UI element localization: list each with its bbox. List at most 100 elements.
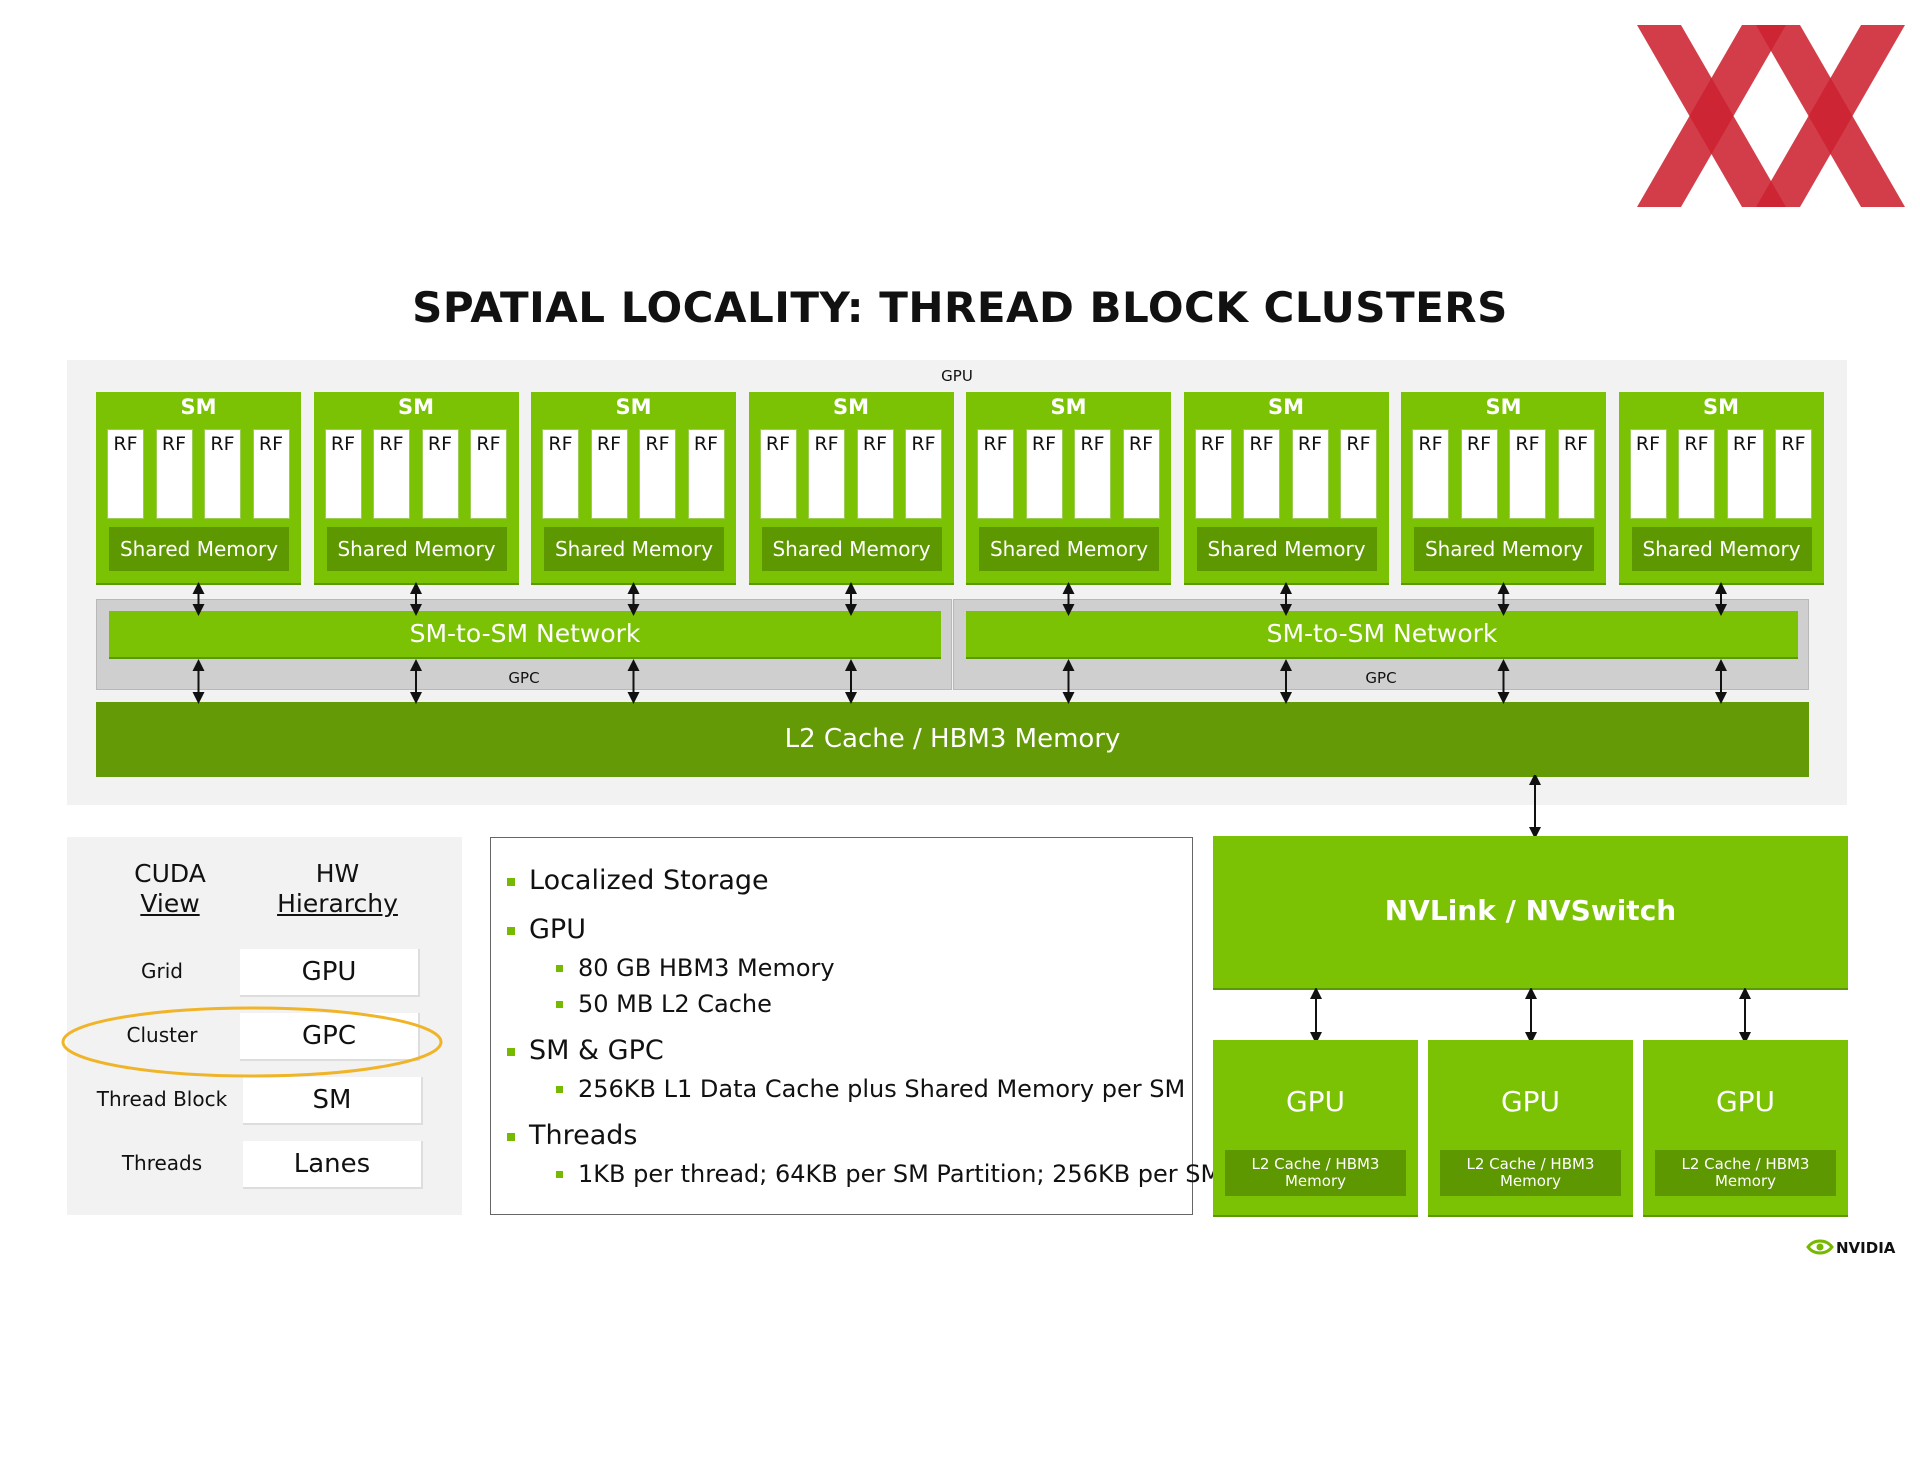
specs-list: Localized Storage GPU 80 GB HBM3 Memory … [490,837,1221,1215]
register-file: RF [1557,429,1595,519]
connection-arrows [192,582,1727,704]
bullet-sm-gpc: SM & GPC [507,1035,664,1066]
register-file: RF [1074,429,1111,519]
register-file: RF [1122,429,1160,519]
hw-gpu: GPU [240,949,420,997]
register-file: RF [808,429,845,519]
gpc-label: GPC [1365,669,1397,687]
register-file: RF [759,429,797,519]
sub-bullet-hbm3: 80 GB HBM3 Memory [556,954,835,982]
register-file: RF [1025,429,1063,519]
register-file: RF [1340,429,1377,519]
cuda-view-header: CUDA View [134,859,206,918]
register-file: RF [421,429,459,519]
register-file: RF [324,429,362,519]
shared-memory: Shared Memory [109,527,289,571]
sm-to-sm-network: SM-to-SM Network [966,611,1798,659]
shared-memory: Shared Memory [1196,527,1377,571]
register-file: RF [204,429,241,519]
gpu-memory: L2 Cache / HBM3 Memory [1225,1150,1406,1196]
gpu-title: GPU [1285,1085,1346,1118]
hierarchy-table: CUDA View HW Hierarchy Grid GPU Cluster … [67,837,462,1215]
gpu-node-3: GPU L2 Cache / HBM3 Memory [1643,1040,1848,1217]
sm-title: SM [1267,395,1305,419]
register-file: RF [590,429,628,519]
register-file: RF [1678,429,1715,519]
bullet-threads: Threads [507,1120,637,1151]
sub-bullet-l2: 50 MB L2 Cache [556,990,772,1018]
hw-hierarchy-header: HW Hierarchy [277,859,398,918]
gpc-block-1: SM-to-SM Network GPC [96,599,952,690]
gpc-label: GPC [508,669,540,687]
gpu-node-1: GPU L2 Cache / HBM3 Memory [1213,1040,1418,1217]
register-file: RF [1291,429,1329,519]
register-file: RF [905,429,942,519]
register-file: RF [856,429,894,519]
cuda-thread-block: Thread Block [96,1087,228,1111]
sm-title: SM [1702,395,1740,419]
sub-bullet-l1: 256KB L1 Data Cache plus Shared Memory p… [556,1075,1185,1103]
cluster-highlight-ellipse [61,1006,443,1078]
shared-memory: Shared Memory [544,527,724,571]
gpu-memory: L2 Cache / HBM3 Memory [1655,1150,1836,1196]
gpc-block-2: SM-to-SM Network GPC [953,599,1809,690]
register-file: RF [252,429,290,519]
l2-cache-hbm3-memory: L2 Cache / HBM3 Memory [96,702,1809,777]
register-file: RF [1460,429,1498,519]
sm-title: SM [615,395,652,419]
gpu-node-2: GPU L2 Cache / HBM3 Memory [1428,1040,1633,1217]
sm-title: SM [180,395,217,419]
cuda-cluster: Cluster [126,1023,198,1047]
shared-memory: Shared Memory [761,527,942,571]
hw-sm: SM [243,1077,423,1125]
register-file: RF [1775,429,1812,519]
l2-to-nvlink-arrow [1529,775,1541,837]
register-file: RF [1194,429,1232,519]
slide-title: SPATIAL LOCALITY: THREAD BLOCK CLUSTERS [412,283,1508,332]
register-file: RF [1726,429,1764,519]
register-file: RF [639,429,676,519]
bullet-gpu: GPU [507,914,586,945]
register-file: RF [542,429,579,519]
nvlink-gpu-arrows [1310,988,1751,1042]
gpu-memory: L2 Cache / HBM3 Memory [1440,1150,1621,1196]
hw-lanes: Lanes [243,1141,423,1189]
register-file: RF [1509,429,1546,519]
register-file: RF [155,429,193,519]
shared-memory: Shared Memory [979,527,1159,571]
register-file: RF [373,429,410,519]
sm-title: SM [397,395,435,419]
register-file: RF [1629,429,1667,519]
nvidia-logo: NVIDIA [1806,1239,1896,1257]
register-file: RF [977,429,1014,519]
sub-bullet-per-thread: 1KB per thread; 64KB per SM Partition; 2… [556,1160,1221,1188]
cuda-threads: Threads [121,1151,203,1175]
bullet-localized-storage: Localized Storage [507,865,769,896]
sm-to-sm-network: SM-to-SM Network [109,611,941,659]
register-file: RF [687,429,725,519]
register-file: RF [1412,429,1449,519]
gpu-title: GPU [1715,1085,1776,1118]
svg-text:NVIDIA: NVIDIA [1836,1239,1896,1257]
shared-memory: Shared Memory [1414,527,1594,571]
nvlink-nvswitch: NVLink / NVSwitch [1213,836,1848,990]
gpu-title: GPU [1500,1085,1561,1118]
hw-gpc: GPC [240,1013,420,1061]
gpu-label: GPU [941,367,973,385]
shared-memory: Shared Memory [1631,527,1812,571]
register-file: RF [107,429,144,519]
sm-title: SM [1050,395,1087,419]
xx-logo [1637,25,1905,207]
sm-title: SM [832,395,870,419]
cuda-grid: Grid [141,959,183,983]
shared-memory: Shared Memory [326,527,507,571]
